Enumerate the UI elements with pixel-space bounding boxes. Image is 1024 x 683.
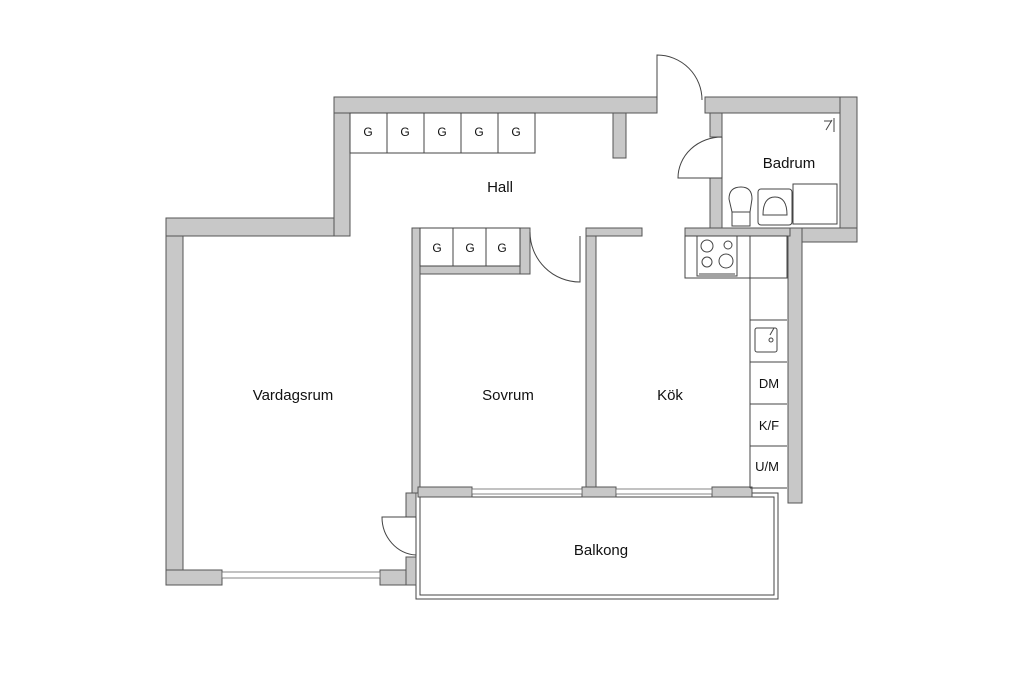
closet-label: G [465,241,474,255]
entrance-door[interactable] [656,54,703,101]
bathroom-door[interactable] [677,136,723,179]
toilet-icon [728,186,753,213]
closet-label: G [437,125,446,139]
balcony-door[interactable] [381,516,417,556]
closet-label: G [363,125,372,139]
bedroom-door[interactable] [529,231,581,283]
shower-head-icon [824,118,835,132]
room-label-balkong: Balkong [574,542,628,559]
closet-label: G [432,241,441,255]
shower-area-icon [792,183,838,225]
walls [165,96,858,586]
closet-label: G [474,125,483,139]
toilet-tank-icon [731,211,751,227]
sink-icon [757,188,793,226]
closet-label: G [400,125,409,139]
doors [381,54,723,556]
room-label-hall: Hall [487,179,513,196]
closet-label: G [511,125,520,139]
dishwasher-label: DM [759,376,779,391]
room-label-sovrum: Sovrum [482,387,534,404]
room-label-vardagsrum: Vardagsrum [253,387,334,404]
kitchen-counters: DM K/F U/M [684,235,788,489]
windows [221,488,713,579]
stove-icon [696,235,738,277]
oven-microwave-label: U/M [755,459,779,474]
kitchen-sink-icon [754,327,778,353]
bedroom-closets: G G G [419,227,521,267]
closet-label: G [497,241,506,255]
fridge-freezer-label: K/F [759,418,779,433]
hall-closets: G G G G G [349,112,536,154]
room-label-badrum: Badrum [763,155,816,172]
bathroom-fixtures [728,118,838,227]
room-label-kok: Kök [657,387,683,404]
